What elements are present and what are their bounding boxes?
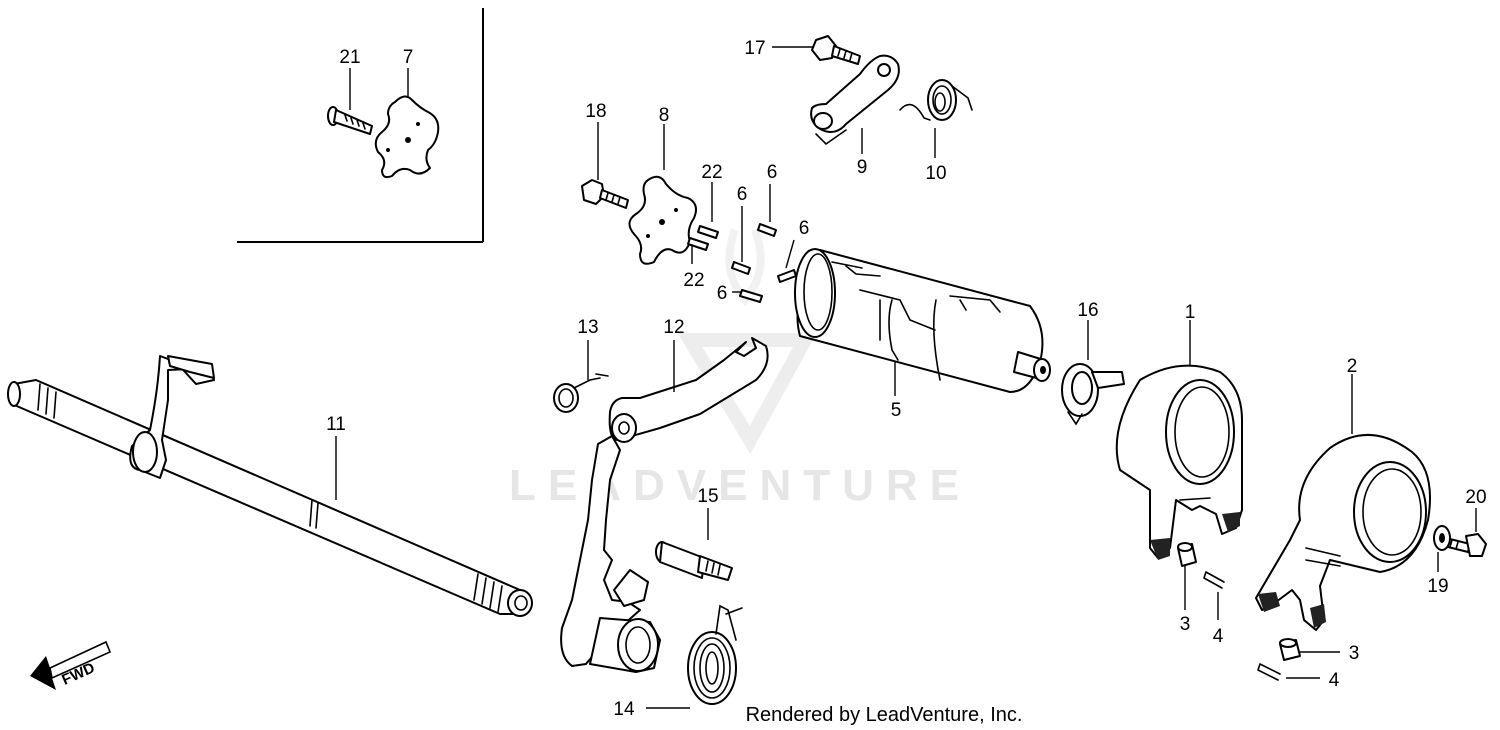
part-13-spring	[553, 373, 609, 413]
fwd-direction-arrow: FWD	[30, 640, 112, 690]
part-19-washer	[1433, 525, 1451, 551]
callout-22a: 22	[701, 162, 722, 183]
part-17-bolt	[811, 35, 861, 65]
part-3-guide-pin-b	[1279, 638, 1301, 661]
callout-11: 11	[326, 414, 346, 435]
callout-16: 16	[1077, 300, 1098, 321]
part-22-pins	[687, 225, 719, 251]
callout-1: 1	[1185, 302, 1196, 323]
part-5-shift-drum	[794, 248, 1051, 393]
callout-2: 2	[1347, 356, 1358, 377]
callout-6b: 6	[767, 162, 778, 183]
part-11-shift-fork-shaft	[7, 355, 533, 617]
part-15-bolt	[655, 541, 733, 581]
part-4-clip-b	[1257, 663, 1281, 681]
part-9-stopper-arm	[810, 54, 900, 146]
callout-12: 12	[663, 317, 684, 338]
part-1-shift-fork	[1115, 364, 1243, 560]
callout-6d: 6	[717, 283, 728, 304]
part-4-clip-a	[1203, 571, 1225, 589]
part-2-shift-fork	[1255, 434, 1431, 631]
part-16-plate	[1061, 363, 1125, 426]
callout-5: 5	[891, 400, 902, 421]
callout-14: 14	[613, 699, 635, 720]
callout-6a: 6	[737, 184, 748, 205]
part-10-spring	[899, 79, 973, 121]
part-6-pins	[731, 223, 797, 303]
callout-3a: 3	[1180, 614, 1191, 635]
callout-8: 8	[659, 105, 670, 126]
callout-21: 21	[339, 47, 360, 68]
callout-19: 19	[1427, 576, 1448, 597]
callout-6c: 6	[799, 218, 810, 239]
callout-13: 13	[577, 317, 598, 338]
footer-credit: Rendered by LeadVenture, Inc.	[746, 704, 1023, 726]
part-21-bolt	[327, 106, 373, 135]
callout-22b: 22	[683, 270, 704, 291]
leader-lines	[335, 46, 1477, 709]
part-7-star-plate	[374, 95, 440, 179]
callout-4a: 4	[1213, 626, 1224, 647]
callout-7: 7	[403, 47, 414, 68]
part-8-star-plate	[628, 175, 697, 265]
part-3-guide-pin-a	[1177, 542, 1197, 567]
callout-9: 9	[857, 157, 868, 178]
callout-17: 17	[744, 38, 765, 59]
callout-18: 18	[585, 101, 606, 122]
inset-box	[237, 8, 484, 243]
callout-10: 10	[925, 163, 946, 184]
callout-3b: 3	[1349, 643, 1360, 664]
part-18-bolt	[581, 179, 629, 209]
part-14-shift-arm	[560, 435, 743, 705]
callout-20: 20	[1465, 487, 1486, 508]
callout-4b: 4	[1329, 670, 1340, 691]
watermark-text: LEADVENTURE	[509, 461, 971, 510]
callout-labels: 1 2 3 3 4 4 5 6 6 6 6 7 8 9 10 11 12 13 …	[326, 38, 1486, 720]
callout-15: 15	[697, 486, 718, 507]
